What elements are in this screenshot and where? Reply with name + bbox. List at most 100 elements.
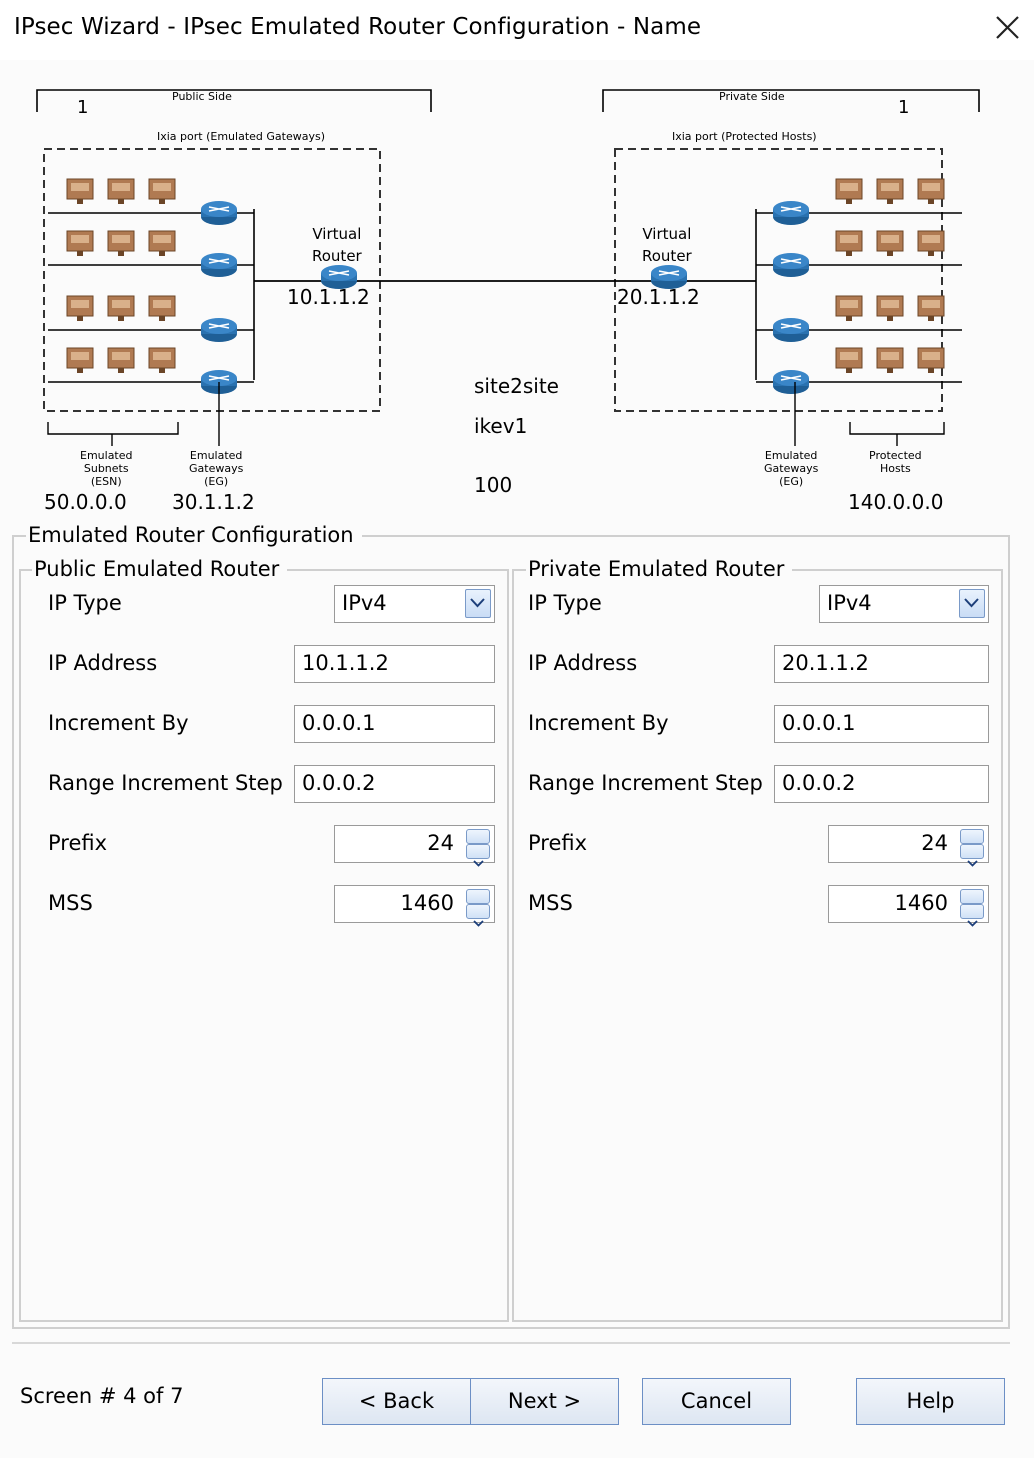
private-prefix-up-button[interactable] <box>960 829 984 851</box>
host-computer-icon <box>835 178 863 204</box>
private-prefix-spin-buttons[interactable] <box>960 829 984 867</box>
host-computer-icon <box>148 347 176 373</box>
protected-hosts-ip: 140.0.0.0 <box>848 490 944 514</box>
private-mss-label: MSS <box>528 891 573 915</box>
host-computer-icon <box>876 295 904 321</box>
title-bar: IPsec Wizard - IPsec Emulated Router Con… <box>0 0 1034 60</box>
public-mss-spin-buttons[interactable] <box>466 889 490 927</box>
public-side-count: 1 <box>77 97 89 118</box>
host-computer-icon <box>107 230 135 256</box>
private-ip-address-input[interactable]: 20.1.1.2 <box>774 645 989 683</box>
router-icon <box>773 370 809 394</box>
public-ip-type-select[interactable]: IPv4 <box>334 585 495 623</box>
emulated-router-config-group <box>12 535 1010 1329</box>
public-port-label: Ixia port (Emulated Gateways) <box>157 130 325 143</box>
private-port-label: Ixia port (Protected Hosts) <box>672 130 817 143</box>
virtual-router-left-label: Virtual Router <box>312 225 362 265</box>
chevron-down-icon <box>470 598 485 608</box>
private-ip-type-dropdown-button[interactable] <box>959 589 985 618</box>
host-computer-icon <box>148 178 176 204</box>
host-computer-icon <box>107 178 135 204</box>
esn-ip: 50.0.0.0 <box>44 490 127 514</box>
private-prefix-label: Prefix <box>528 831 588 855</box>
private-mss-value: 1460 <box>894 891 948 915</box>
host-computer-icon <box>835 347 863 373</box>
private-side-label: Private Side <box>719 90 785 103</box>
host-computer-icon <box>107 295 135 321</box>
public-ip-address-label: IP Address <box>48 651 158 675</box>
network-diagram: Public Side 1 Ixia port (Emulated Gatewa… <box>0 60 1034 520</box>
public-prefix-up-button[interactable] <box>466 829 490 851</box>
cancel-button[interactable]: Cancel <box>642 1378 791 1425</box>
host-computer-icon <box>917 295 945 321</box>
public-prefix-label: Prefix <box>48 831 108 855</box>
private-mss-spin-buttons[interactable] <box>960 889 984 927</box>
next-button[interactable]: Next > <box>470 1378 619 1425</box>
host-computer-icon <box>876 178 904 204</box>
window-title: IPsec Wizard - IPsec Emulated Router Con… <box>14 14 702 40</box>
public-increment-input[interactable]: 0.0.0.1 <box>294 705 495 743</box>
private-range-step-input[interactable]: 0.0.0.2 <box>774 765 989 803</box>
private-ip-address-label: IP Address <box>528 651 638 675</box>
private-range-step-label: Range Increment Step <box>528 771 763 795</box>
private-router-title: Private Emulated Router <box>526 557 793 581</box>
host-computer-icon <box>876 230 904 256</box>
host-computer-icon <box>835 230 863 256</box>
protected-hosts-label: Protected Hosts <box>869 449 922 475</box>
public-prefix-value: 24 <box>427 831 454 855</box>
emulated-gateways-left-label: Emulated Gateways (EG) <box>189 449 244 487</box>
host-computer-icon <box>66 178 94 204</box>
host-computer-icon <box>876 347 904 373</box>
public-ip-address-input[interactable]: 10.1.1.2 <box>294 645 495 683</box>
router-icon <box>773 253 809 277</box>
private-increment-input[interactable]: 0.0.0.1 <box>774 705 989 743</box>
public-mss-down-button[interactable] <box>466 904 490 927</box>
public-ip-type-dropdown-button[interactable] <box>465 589 491 618</box>
help-button[interactable]: Help <box>856 1378 1005 1425</box>
host-computer-icon <box>107 347 135 373</box>
private-increment-label: Increment By <box>528 711 669 735</box>
private-mss-down-button[interactable] <box>960 904 984 927</box>
spin-down-icon <box>967 860 978 867</box>
close-button[interactable] <box>984 8 1030 50</box>
private-ip-type-value: IPv4 <box>827 591 872 615</box>
dialog-body <box>0 60 1034 1458</box>
private-mss-up-button[interactable] <box>960 889 984 911</box>
mode-label: site2site <box>474 374 559 398</box>
spin-down-icon <box>473 920 484 927</box>
private-prefix-stepper[interactable]: 24 <box>828 825 989 867</box>
host-computer-icon <box>148 295 176 321</box>
host-computer-icon <box>917 230 945 256</box>
screen-indicator: Screen # 4 of 7 <box>20 1384 184 1408</box>
host-computer-icon <box>66 295 94 321</box>
close-icon <box>996 16 1019 39</box>
back-button[interactable]: < Back <box>322 1378 471 1425</box>
virtual-router-right-label: Virtual Router <box>642 225 692 265</box>
host-computer-icon <box>148 230 176 256</box>
spin-down-icon <box>967 920 978 927</box>
public-range-step-input[interactable]: 0.0.0.2 <box>294 765 495 803</box>
eg-ip: 30.1.1.2 <box>172 490 255 514</box>
router-icon <box>773 318 809 342</box>
private-prefix-down-button[interactable] <box>960 844 984 867</box>
public-increment-label: Increment By <box>48 711 189 735</box>
public-prefix-spin-buttons[interactable] <box>466 829 490 867</box>
ike-version-label: ikev1 <box>474 414 528 438</box>
public-mss-label: MSS <box>48 891 93 915</box>
private-prefix-value: 24 <box>921 831 948 855</box>
spin-down-icon <box>473 860 484 867</box>
router-icon <box>773 201 809 225</box>
public-prefix-stepper[interactable]: 24 <box>334 825 495 867</box>
public-mss-stepper[interactable]: 1460 <box>334 885 495 927</box>
router-icon <box>201 253 237 277</box>
private-mss-stepper[interactable]: 1460 <box>828 885 989 927</box>
topology-drawing <box>36 89 980 446</box>
public-prefix-down-button[interactable] <box>466 844 490 867</box>
private-router-ip: 20.1.1.2 <box>617 285 700 309</box>
router-icon <box>321 265 357 289</box>
private-ip-type-select[interactable]: IPv4 <box>819 585 989 623</box>
public-mss-up-button[interactable] <box>466 889 490 911</box>
router-icon <box>201 201 237 225</box>
router-icon <box>651 265 687 289</box>
public-router-title: Public Emulated Router <box>32 557 288 581</box>
